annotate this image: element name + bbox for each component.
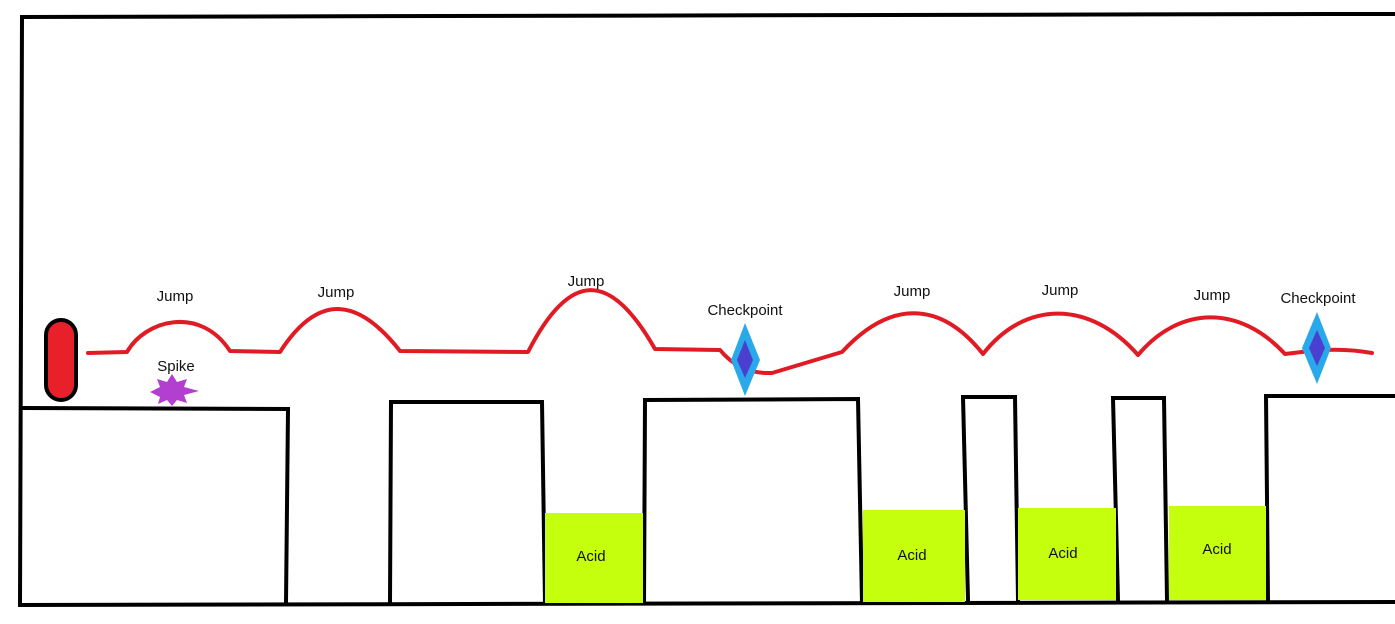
acid-label: Acid (1202, 541, 1231, 558)
checkpoint-label: Checkpoint (1280, 290, 1356, 307)
acid-label: Acid (1048, 545, 1077, 562)
jump-label: Jump (1042, 282, 1079, 299)
pillar-2 (1110, 396, 1170, 603)
acid-pool: Acid (1018, 508, 1116, 600)
platform-end (1263, 394, 1395, 603)
acid-label: Acid (576, 548, 605, 565)
platform-2 (387, 400, 548, 606)
jump-label: Jump (1194, 287, 1231, 304)
jump-label: Jump (568, 273, 605, 290)
checkpoint: Checkpoint (1280, 290, 1356, 384)
acid-pool: Acid (1169, 506, 1266, 600)
player-path (86, 288, 1374, 376)
checkpoint: Checkpoint (707, 302, 783, 396)
spike-hazard: Spike (150, 358, 199, 406)
platform-start (19, 405, 291, 606)
pillar-1 (960, 395, 1021, 603)
platform-3 (641, 396, 865, 606)
acid-pool: Acid (545, 513, 643, 603)
jump-label: Jump (894, 283, 931, 300)
spike-icon (150, 374, 199, 406)
checkpoint-label: Checkpoint (707, 302, 783, 319)
level-frame (17, 12, 1395, 608)
acid-label: Acid (897, 547, 926, 564)
jump-label: Jump (157, 288, 194, 305)
jump-label: Jump (318, 284, 355, 301)
player-capsule (44, 318, 78, 402)
spike-label: Spike (157, 358, 195, 375)
acid-pool: Acid (863, 510, 965, 602)
